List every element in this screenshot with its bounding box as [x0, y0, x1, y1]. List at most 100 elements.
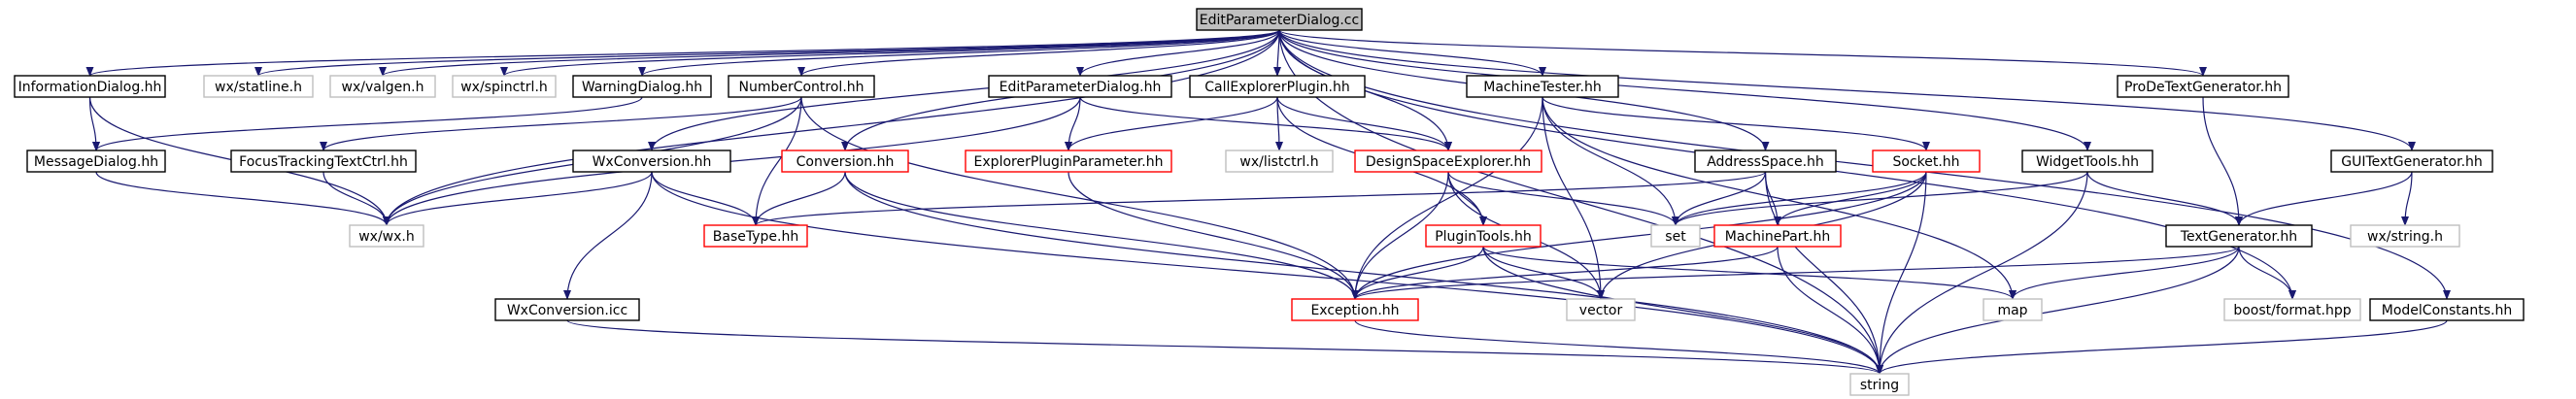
edge-mtester-to-vector: [1542, 96, 1605, 300]
node-guitextgenerator-hh[interactable]: GUITextGenerator.hh: [2330, 150, 2493, 173]
node-box: [781, 150, 909, 173]
edge-socket-to-string: [1876, 171, 1927, 375]
node-exception-hh[interactable]: Exception.hh: [1291, 298, 1419, 321]
node-map[interactable]: map: [1983, 298, 2043, 321]
edge-root-to-mtester: [1278, 29, 1546, 77]
node-informationdialog-hh[interactable]: InformationDialog.hh: [14, 75, 166, 98]
edge-modelc-to-string: [1876, 319, 2448, 375]
edge-numctrl-to-exception: [800, 96, 1359, 300]
edge-socket-to-exception: [1351, 171, 1927, 300]
nodes-layer: EditParameterDialog.ccInformationDialog.…: [14, 8, 2525, 396]
node-vector[interactable]: vector: [1566, 298, 1636, 321]
node-set[interactable]: set: [1650, 224, 1701, 248]
node-plugintools-hh[interactable]: PluginTools.hh: [1425, 224, 1542, 248]
node-box: [203, 75, 314, 98]
node-explorerpluginparameter-hh[interactable]: ExplorerPluginParameter.hh: [965, 150, 1172, 173]
node-box: [2369, 298, 2525, 321]
edge-root-to-spinctrl: [500, 29, 1280, 77]
node-wx-listctrl-h[interactable]: wx/listctrl.h: [1225, 150, 1334, 173]
node-box: [2165, 224, 2313, 248]
node-wx-spinctrl-h[interactable]: wx/spinctrl.h: [452, 75, 557, 98]
node-box: [1983, 298, 2043, 321]
node-conversion-hh[interactable]: Conversion.hh: [781, 150, 909, 173]
node-box: [1650, 224, 1701, 248]
edge-addr-to-basetype: [752, 171, 1767, 226]
node-modelconstants-hh[interactable]: ModelConstants.hh: [2369, 298, 2525, 321]
node-boost-format-hpp[interactable]: boost/format.hpp: [2223, 298, 2361, 321]
node-editparameterdialog-hh[interactable]: EditParameterDialog.hh: [988, 75, 1172, 98]
node-label: CallExplorerPlugin.hh: [1204, 80, 1349, 95]
node-label: WxConversion.icc: [507, 303, 627, 318]
edge-mtester-to-map: [1542, 96, 2017, 300]
node-editparameterdialog-cc[interactable]: EditParameterDialog.cc: [1196, 8, 1363, 31]
node-socket-hh[interactable]: Socket.hh: [1872, 150, 1981, 173]
node-prodetextgenerator-hh[interactable]: ProDeTextGenerator.hh: [2117, 75, 2289, 98]
node-box: [1225, 150, 1334, 173]
node-box: [2117, 75, 2289, 98]
edge-root-to-warndlg: [638, 29, 1280, 77]
node-label: wx/statline.h: [215, 80, 302, 95]
node-label: wx/listctrl.h: [1239, 154, 1318, 170]
node-wx-valgen-h[interactable]: wx/valgen.h: [329, 75, 436, 98]
edge-wxconv-to-wxconvicc: [563, 171, 653, 300]
edge-textgen-to-string: [1876, 246, 2240, 375]
node-box: [1694, 150, 1837, 173]
node-label: Socket.hh: [1892, 154, 1959, 170]
edge-mtester-to-exception: [1351, 96, 1543, 300]
edge-callexp-to-epp: [1065, 96, 1278, 151]
edge-conv-to-basetype: [752, 171, 846, 226]
node-label: wx/valgen.h: [342, 80, 424, 95]
node-wxconversion-hh[interactable]: WxConversion.hh: [572, 150, 731, 173]
edge-editpdlg-to-epp: [1065, 96, 1081, 151]
node-focustrackingtextctrl-hh[interactable]: FocusTrackingTextCtrl.hh: [230, 150, 417, 173]
node-label: TextGenerator.hh: [2180, 229, 2297, 245]
node-label: Conversion.hh: [797, 154, 895, 170]
node-label: AddressSpace.hh: [1707, 154, 1824, 170]
node-label: Exception.hh: [1310, 303, 1399, 318]
node-box: [26, 150, 166, 173]
node-string[interactable]: string: [1849, 373, 1910, 396]
node-callexplorerplugin-hh[interactable]: CallExplorerPlugin.hh: [1189, 75, 1366, 98]
node-addressspace-hh[interactable]: AddressSpace.hh: [1694, 150, 1837, 173]
node-label: DesignSpaceExplorer.hh: [1366, 154, 1531, 170]
node-machinetester-hh[interactable]: MachineTester.hh: [1466, 75, 1619, 98]
edge-widget-to-textgen: [2086, 171, 2243, 226]
node-wxconversion-icc[interactable]: WxConversion.icc: [494, 298, 640, 321]
node-box: [2021, 150, 2153, 173]
node-label: NumberControl.hh: [738, 80, 864, 95]
node-basetype-hh[interactable]: BaseType.hh: [703, 224, 808, 248]
node-box: [703, 224, 808, 248]
node-warningdialog-hh[interactable]: WarningDialog.hh: [572, 75, 712, 98]
node-label: WxConversion.hh: [593, 154, 712, 170]
edge-textgen-to-exception: [1351, 246, 2240, 300]
edge-numctrl-to-basetype: [752, 96, 802, 226]
node-label: MachinePart.hh: [1725, 229, 1830, 245]
node-textgenerator-hh[interactable]: TextGenerator.hh: [2165, 224, 2313, 248]
node-box: [2223, 298, 2361, 321]
node-box: [230, 150, 417, 173]
edge-root-to-valgen: [379, 29, 1280, 77]
node-box: [1566, 298, 1636, 321]
edge-editpdlg-to-dse: [1079, 96, 1452, 151]
edge-plugin-to-string: [1482, 246, 1883, 375]
node-wx-statline-h[interactable]: wx/statline.h: [203, 75, 314, 98]
node-messagedialog-hh[interactable]: MessageDialog.hh: [26, 150, 166, 173]
node-wx-string-h[interactable]: wx/string.h: [2350, 224, 2460, 248]
node-designspaceexplorer-hh[interactable]: DesignSpaceExplorer.hh: [1354, 150, 1542, 173]
node-label: map: [1997, 303, 2027, 318]
node-box: [1425, 224, 1542, 248]
node-label: string: [1860, 378, 1899, 393]
edge-plugin-to-vector: [1482, 246, 1605, 300]
node-widgettools-hh[interactable]: WidgetTools.hh: [2021, 150, 2153, 173]
edge-callexp-to-dse: [1276, 96, 1452, 151]
node-label: WarningDialog.hh: [582, 80, 702, 95]
node-machinepart-hh[interactable]: MachinePart.hh: [1713, 224, 1842, 248]
edge-root-to-prode: [1278, 29, 2207, 77]
edge-root-to-guitext: [1278, 29, 2416, 151]
node-label: FocusTrackingTextCtrl.hh: [239, 154, 408, 170]
node-numbercontrol-hh[interactable]: NumberControl.hh: [728, 75, 875, 98]
edge-editpdlg-to-wxwx: [383, 96, 1081, 226]
node-label: wx/wx.h: [358, 229, 415, 245]
edge-socket-to-set: [1672, 171, 1927, 226]
node-wx-wx-h[interactable]: wx/wx.h: [349, 224, 424, 248]
